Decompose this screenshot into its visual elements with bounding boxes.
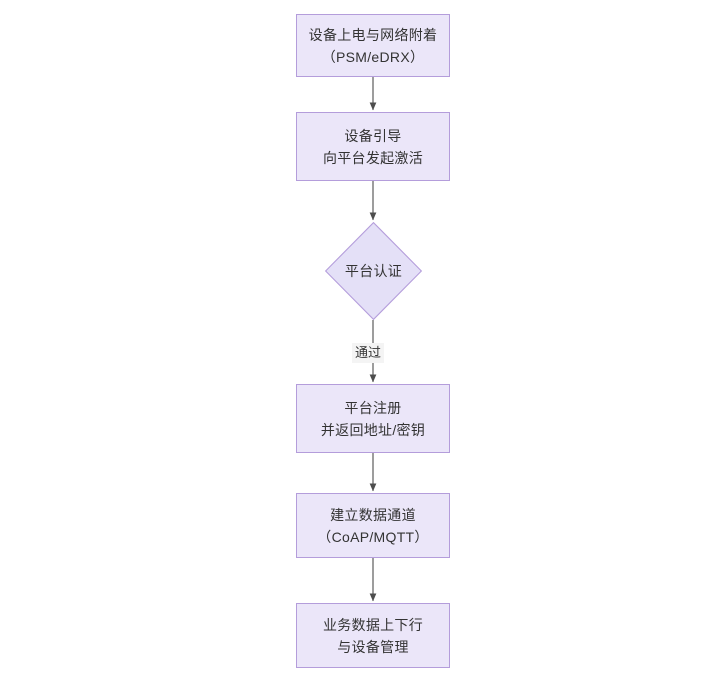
node-business-data-line-1: 业务数据上下行 [322, 616, 424, 633]
node-platform-register-line-1: 平台注册 [344, 399, 402, 416]
edge-label-pass-text: 通过 [355, 345, 382, 360]
node-bootstrap-line-2: 向平台发起激活 [322, 149, 424, 166]
node-data-channel-line-1: 建立数据通道 [330, 506, 416, 523]
node-data-channel[interactable]: 建立数据通道 （CoAP/MQTT） [296, 493, 450, 558]
node-power-on[interactable]: 设备上电与网络附着 （PSM/eDRX） [296, 14, 450, 77]
node-platform-auth-label: 平台认证 [344, 263, 403, 279]
node-data-channel-line-2: （CoAP/MQTT） [317, 528, 429, 545]
node-bootstrap-line-1: 设备引导 [344, 127, 402, 144]
node-business-data-line-2: 与设备管理 [337, 638, 409, 655]
node-platform-auth[interactable]: 平台认证 [325, 222, 422, 320]
node-power-on-line-2: （PSM/eDRX） [321, 48, 425, 65]
edge-label-pass: 通过 [352, 343, 385, 363]
node-platform-register-line-2: 并返回地址/密钥 [320, 421, 426, 438]
node-platform-register[interactable]: 平台注册 并返回地址/密钥 [296, 384, 450, 453]
node-bootstrap[interactable]: 设备引导 向平台发起激活 [296, 112, 450, 181]
node-business-data[interactable]: 业务数据上下行 与设备管理 [296, 603, 450, 668]
node-power-on-line-1: 设备上电与网络附着 [308, 26, 438, 43]
